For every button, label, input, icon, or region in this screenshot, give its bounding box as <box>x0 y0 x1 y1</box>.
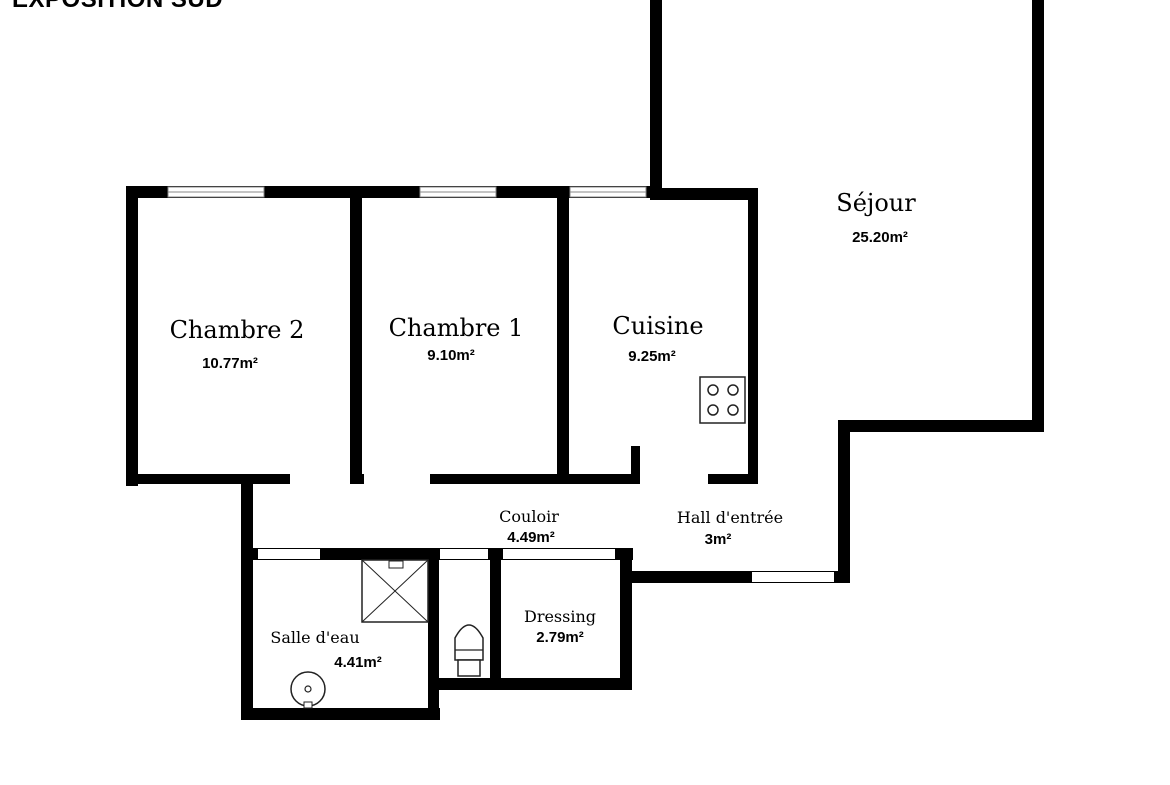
wall <box>350 196 362 480</box>
wall <box>126 474 758 484</box>
sink-icon <box>290 671 326 709</box>
room-area: 4.41m² <box>334 654 382 671</box>
plan-title: EXPOSITION SUD <box>12 0 223 14</box>
door-opening <box>758 474 838 484</box>
room-hall: Hall d'entrée 3m² <box>677 508 783 548</box>
wall <box>241 474 253 720</box>
room-area: 9.25m² <box>628 348 676 365</box>
room-name: Chambre 2 <box>170 316 305 344</box>
entrance-door <box>752 572 834 582</box>
room-name: Hall d'entrée <box>677 508 783 527</box>
room-chambre2: Chambre 2 10.77m² <box>170 316 305 372</box>
wall <box>838 420 850 583</box>
room-area: 2.79m² <box>536 629 584 646</box>
door-opening <box>258 549 320 559</box>
cooktop-icon <box>699 376 746 424</box>
wall <box>838 420 1044 432</box>
doors <box>258 474 838 582</box>
room-name: Séjour <box>836 189 916 217</box>
room-couloir: Couloir 4.49m² <box>499 507 559 546</box>
wall <box>631 446 640 482</box>
room-cuisine: Cuisine 9.25m² <box>612 312 703 365</box>
windows <box>167 186 647 198</box>
wall <box>748 188 758 482</box>
door-opening <box>503 549 615 559</box>
door-opening <box>364 474 430 484</box>
room-name: Dressing <box>524 607 596 626</box>
wall <box>650 0 662 196</box>
room-area: 9.10m² <box>427 347 475 364</box>
wall <box>620 548 632 690</box>
door-opening <box>290 474 350 484</box>
wall <box>428 548 439 720</box>
room-name: Chambre 1 <box>389 314 524 342</box>
wall <box>490 548 501 690</box>
wall <box>126 186 138 486</box>
room-sejour: Séjour 25.20m² <box>836 189 916 246</box>
shower-icon <box>361 559 429 623</box>
door-opening <box>440 549 488 559</box>
room-area: 25.20m² <box>852 229 908 246</box>
room-name: Couloir <box>499 507 559 526</box>
room-salle-eau: Salle d'eau 4.41m² <box>270 628 381 671</box>
wall <box>428 678 632 690</box>
wall <box>650 188 757 200</box>
room-area: 3m² <box>705 531 732 548</box>
room-name: Cuisine <box>612 312 703 340</box>
room-name: Salle d'eau <box>270 628 359 647</box>
room-chambre1: Chambre 1 9.10m² <box>389 314 524 364</box>
room-dressing: Dressing 2.79m² <box>524 607 596 646</box>
wall <box>241 708 440 720</box>
room-area: 10.77m² <box>202 355 258 372</box>
wall <box>557 196 569 480</box>
toilet-icon <box>454 624 484 677</box>
wall <box>1032 0 1044 432</box>
wall <box>620 571 752 583</box>
door-opening <box>640 474 708 484</box>
room-area: 4.49m² <box>507 529 555 546</box>
